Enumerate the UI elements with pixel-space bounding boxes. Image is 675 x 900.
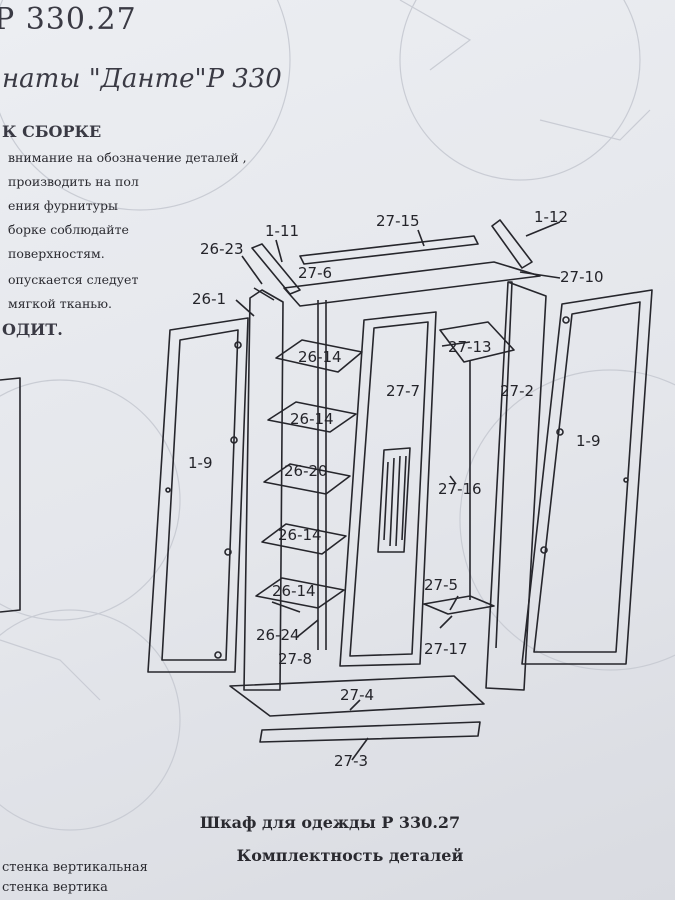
part-label: 26-24 — [256, 626, 300, 644]
part-label: 26-23 — [200, 240, 244, 258]
model-number: Р 330.27 — [0, 2, 137, 37]
part-label: 1-12 — [534, 208, 568, 226]
top-moulding-right — [491, 219, 533, 269]
center-door-inner — [349, 321, 429, 657]
top-moulding-left — [251, 243, 301, 295]
part-label: 27-5 — [424, 576, 458, 594]
part-label: 1-9 — [576, 432, 601, 450]
parts-list-item: стенка вертикальная — [2, 860, 148, 875]
plinth-board — [229, 675, 485, 717]
part-label: 27-16 — [438, 480, 482, 498]
part-label: 26-1 — [192, 290, 226, 308]
part-label: 27-3 — [334, 752, 368, 770]
part-label: 27-13 — [448, 338, 492, 356]
part-label: 26-14 — [272, 582, 316, 600]
center-door-outer — [339, 311, 437, 667]
document-caption-title: Шкаф для одежды Р 330.27 — [199, 813, 461, 832]
right-side-panel — [485, 281, 547, 691]
part-label: 26-14 — [298, 348, 342, 366]
top-board — [283, 261, 541, 307]
part-label: 26-14 — [290, 410, 334, 428]
series-title: наты "Данте"Р 330 — [2, 64, 282, 94]
document-caption-subtitle: Комплектность деталей — [236, 846, 464, 865]
part-label: 26-14 — [278, 526, 322, 544]
part-label: 27-8 — [278, 650, 312, 668]
part-label: 27-7 — [386, 382, 420, 400]
instruction-line: борке соблюдайте — [8, 222, 129, 237]
part-label: 1-11 — [265, 222, 299, 240]
base-strip — [259, 721, 481, 743]
left-side-panel — [243, 289, 284, 691]
part-label: 27-2 — [500, 382, 534, 400]
section-heading: ОДИТ. — [2, 320, 63, 339]
part-label: 27-4 — [340, 686, 374, 704]
instruction-line: ения фурнитуры — [8, 198, 118, 213]
left-door-outer — [147, 317, 249, 673]
instruction-line: поверхностям. — [8, 246, 105, 261]
left-edge-fragment — [0, 377, 21, 613]
left-door-inner — [161, 329, 239, 661]
part-label: 27-17 — [424, 640, 468, 658]
instruction-line: мягкой тканью. — [8, 296, 112, 311]
part-label: 27-10 — [560, 268, 604, 286]
part-label: 1-9 — [188, 454, 213, 472]
instruction-line: производить на пол — [8, 174, 139, 189]
instruction-line: опускается следует — [8, 272, 139, 287]
part-label: 27-15 — [376, 212, 420, 230]
top-cornice — [299, 235, 479, 265]
assembly-heading: К СБОРКЕ — [2, 122, 102, 141]
part-label: 26-20 — [284, 462, 328, 480]
right-door-outer — [521, 289, 653, 665]
instruction-line: внимание на обозначение деталей , — [8, 150, 247, 165]
right-door-inner — [533, 301, 641, 653]
parts-list-item: стенка вертика — [2, 880, 108, 895]
part-label: 27-6 — [298, 264, 332, 282]
mirror-panel — [377, 447, 411, 553]
